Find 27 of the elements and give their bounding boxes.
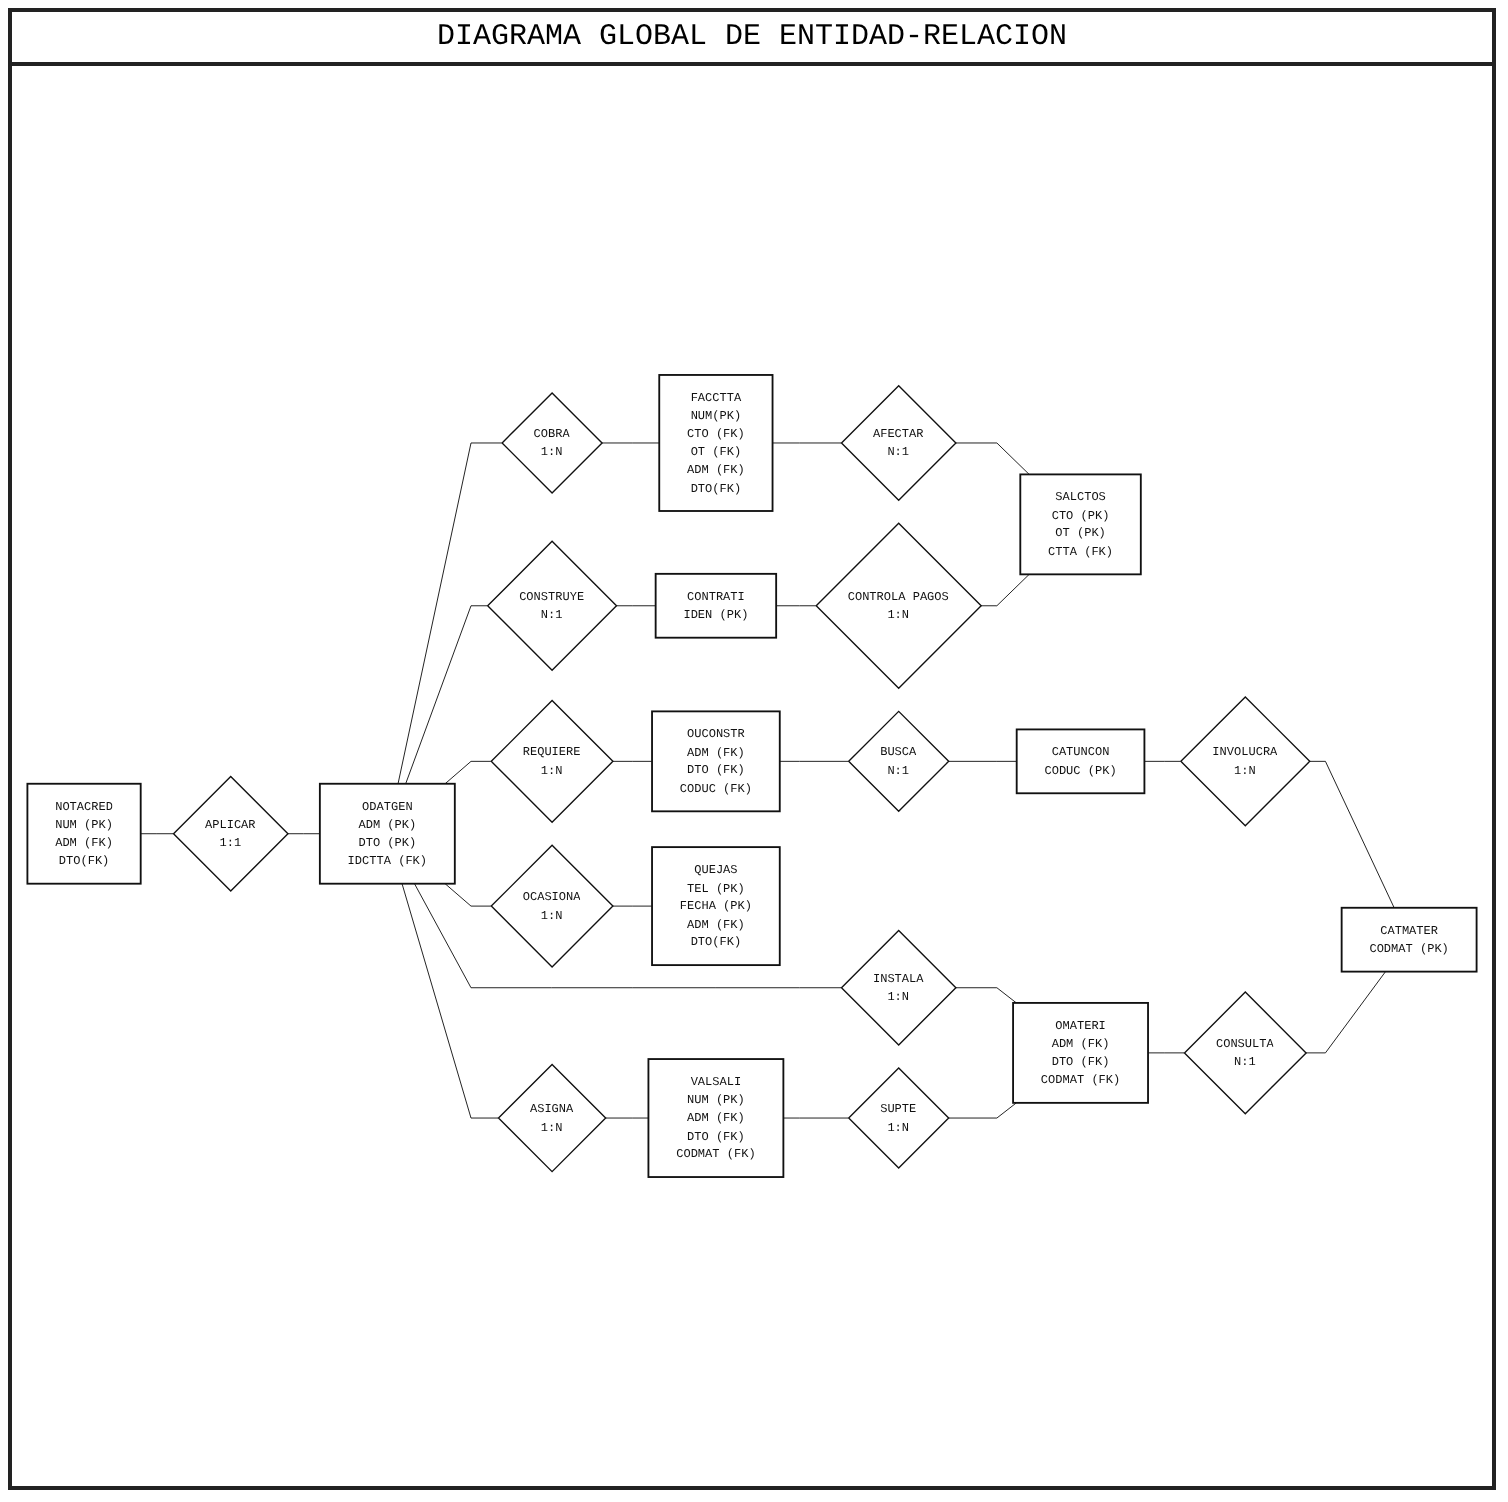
connector [954, 442, 1030, 475]
connector [1147, 1052, 1185, 1054]
connector [779, 760, 849, 762]
connector [397, 442, 503, 785]
connector [405, 605, 488, 785]
connector [782, 1117, 849, 1119]
connector [772, 442, 842, 444]
connector [615, 605, 657, 607]
connector [1305, 971, 1386, 1054]
connector [954, 987, 1017, 1004]
connector [1308, 760, 1395, 909]
connector [611, 905, 653, 907]
connector [604, 1117, 649, 1119]
connector [980, 573, 1030, 607]
connector [444, 883, 492, 907]
connector [775, 605, 817, 607]
connector [601, 442, 660, 444]
connector [287, 833, 321, 835]
connector [401, 883, 499, 1119]
connector [947, 760, 1018, 762]
connector [414, 883, 842, 989]
connector [444, 760, 492, 785]
diagram-title: DIAGRAMA GLOBAL DE ENTIDAD-RELACION [12, 12, 1492, 66]
connector [1143, 760, 1181, 762]
connector [140, 833, 174, 835]
connector [611, 760, 653, 762]
connector [947, 1102, 1017, 1119]
